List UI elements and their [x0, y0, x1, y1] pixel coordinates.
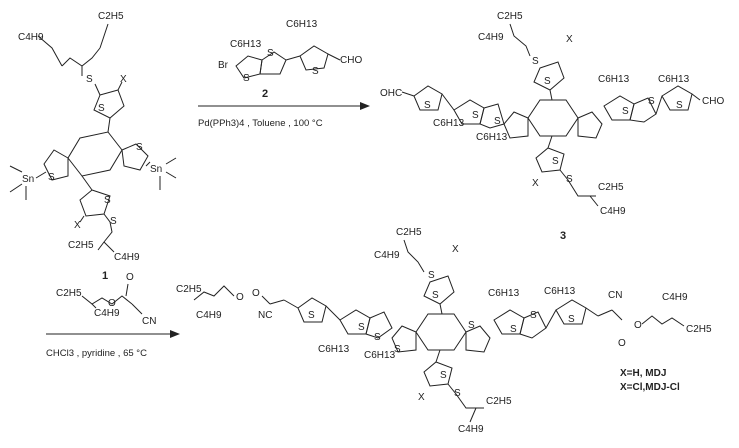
s-label: S [676, 100, 683, 111]
c6h13-label: C6H13 [598, 74, 630, 85]
c6h13-label: C6H13 [658, 74, 690, 85]
c6h13-label: C6H13 [286, 19, 318, 30]
c6h13-label: C6H13 [318, 344, 350, 355]
o-label: O [252, 288, 260, 299]
c4h9-label: C4H9 [114, 252, 140, 263]
s-label: S [104, 195, 111, 206]
final-product: C2H5 C4H9 S X S S S S S S C6H13 C6H13 NC… [176, 227, 712, 435]
c2h5-label: C2H5 [486, 396, 512, 407]
legend-line-2: X=Cl,MDJ-Cl [620, 382, 680, 393]
c4h9-label: C4H9 [478, 32, 504, 43]
s-label: S [428, 270, 435, 281]
compound-1: C2H5 C4H9 S S X S S Sn Sn S X S [9, 11, 177, 282]
s-label: S [98, 103, 105, 114]
c2h5-label: C2H5 [686, 324, 712, 335]
s-label: S [510, 324, 517, 335]
c2h5-label: C2H5 [68, 240, 94, 251]
c4h9-label: C4H9 [458, 424, 484, 435]
ohc-label: OHC [380, 88, 402, 99]
c2h5-label: C2H5 [176, 284, 202, 295]
s-label: S [243, 73, 250, 84]
sn-label: Sn [22, 174, 34, 185]
s-label: S [358, 322, 365, 333]
s-label: S [374, 332, 381, 343]
s-label: S [622, 106, 629, 117]
s-label: S [48, 172, 55, 183]
c4h9-label: C4H9 [18, 32, 44, 43]
cho-label: CHO [702, 96, 724, 107]
x-label: X [120, 74, 127, 85]
s-label: S [648, 96, 655, 107]
s-label: S [494, 116, 501, 127]
c6h13-label: C6H13 [476, 132, 508, 143]
c6h13-label: C6H13 [488, 288, 520, 299]
br-label: Br [218, 60, 229, 71]
reaction-2: C2H5 C4H9 O O CN CHCl3 , pyridine , 65 °… [46, 272, 180, 359]
reaction-1: C6H13 C6H13 Br S S S CHO 2 Pd(PPh3)4 , T… [198, 19, 370, 129]
c2h5-label: C2H5 [396, 227, 422, 238]
x-label: X [418, 392, 425, 403]
s-label: S [568, 314, 575, 325]
c2h5-label: C2H5 [497, 11, 523, 22]
x-label: X [74, 220, 81, 231]
s-label: S [440, 370, 447, 381]
legend-line-1: X=H, MDJ [620, 368, 666, 379]
conditions-2: CHCl3 , pyridine , 65 °C [46, 348, 147, 359]
s-label: S [136, 142, 143, 153]
o-label: O [126, 272, 134, 283]
cho-label: CHO [340, 55, 362, 66]
arrowhead-2 [170, 330, 180, 338]
c2h5-label: C2H5 [598, 182, 624, 193]
nc-label: NC [258, 310, 272, 321]
conditions-1: Pd(PPh3)4 , Toluene , 100 °C [198, 118, 323, 129]
cn-label: CN [608, 290, 622, 301]
o-label: O [634, 320, 642, 331]
cn-label: CN [142, 316, 156, 327]
c6h13-label: C6H13 [544, 286, 576, 297]
s-label: S [552, 156, 559, 167]
s-label: S [308, 310, 315, 321]
c6h13-label: C6H13 [364, 350, 396, 361]
s-label: S [394, 344, 401, 355]
s-label: S [468, 320, 475, 331]
s-label: S [267, 48, 274, 59]
x-label: X [532, 178, 539, 189]
x-label: X [452, 244, 459, 255]
compound-3: C2H5 C4H9 S X S S S S OHC C6H13 C6H13 S … [380, 11, 724, 242]
reagent-2-label: 2 [262, 88, 268, 100]
c2h5-label: C2H5 [98, 11, 124, 22]
s-label: S [312, 66, 319, 77]
c4h9-label: C4H9 [662, 292, 688, 303]
s-label: S [86, 74, 93, 85]
s-label: S [566, 174, 573, 185]
o-label: O [618, 338, 626, 349]
s-label: S [530, 310, 537, 321]
compound-1-label: 1 [102, 270, 108, 282]
s-label: S [454, 388, 461, 399]
c6h13-label: C6H13 [230, 39, 262, 50]
x-label: X [566, 34, 573, 45]
s-label: S [424, 100, 431, 111]
c2h5-label: C2H5 [56, 288, 82, 299]
c4h9-label: C4H9 [94, 308, 120, 319]
s-label: S [472, 110, 479, 121]
s-label: S [110, 216, 117, 227]
o-label: O [236, 292, 244, 303]
s-label: S [544, 76, 551, 87]
c4h9-label: C4H9 [196, 310, 222, 321]
sn-label: Sn [150, 164, 162, 175]
compound-3-label: 3 [560, 230, 566, 242]
compound-legend: X=H, MDJ X=Cl,MDJ-Cl [620, 368, 680, 393]
s-label: S [532, 56, 539, 67]
c4h9-label: C4H9 [374, 250, 400, 261]
s-label: S [432, 290, 439, 301]
c6h13-label: C6H13 [433, 118, 465, 129]
c4h9-label: C4H9 [600, 206, 626, 217]
arrowhead-1 [360, 102, 370, 110]
o-label: O [108, 298, 116, 309]
